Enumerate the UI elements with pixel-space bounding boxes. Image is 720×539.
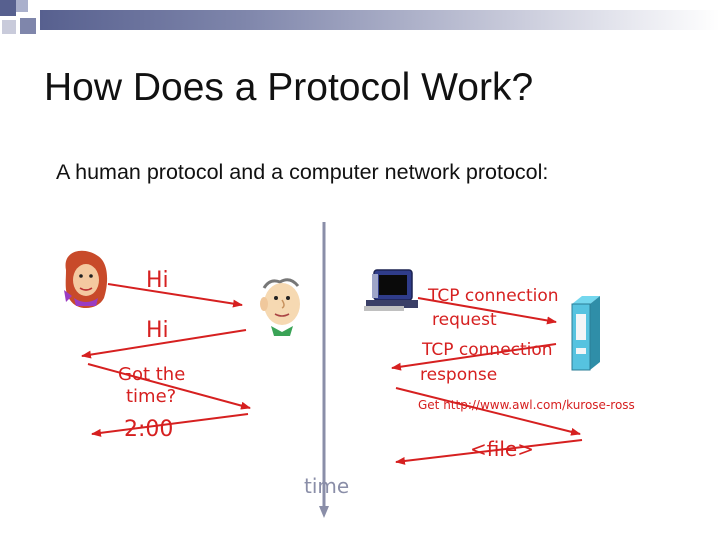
man-face-icon <box>260 278 300 336</box>
arrow-tcp-request <box>417 297 557 325</box>
decor-square-2 <box>16 0 28 12</box>
label-tcp-response-line1: TCP connection <box>421 340 553 360</box>
label-got-time-line1: Got the <box>118 364 185 385</box>
label-hi-2: Hi <box>146 318 169 343</box>
slide-subtitle: A human protocol and a computer network … <box>56 160 549 184</box>
timeline-label: time <box>304 474 349 498</box>
label-tcp-response-line2: response <box>420 365 497 385</box>
label-tcp-request-line1: TCP connection <box>427 286 559 306</box>
arrow-hi-2 <box>81 329 247 359</box>
arrow-time-reply <box>91 413 249 437</box>
arrow-got-time <box>87 363 251 410</box>
arrow-file-reply <box>395 439 583 465</box>
arrow-tcp-response <box>391 343 557 371</box>
label-get-request: Get http://www.awl.com/kurose-ross <box>418 398 635 412</box>
label-time-reply: 2:00 <box>124 417 173 442</box>
woman-face-icon <box>64 250 108 309</box>
header-gradient-bar <box>40 10 720 30</box>
server-icon <box>571 296 600 371</box>
label-tcp-request-line2: request <box>432 310 497 330</box>
decor-square-1 <box>0 0 16 16</box>
arrow-get-request <box>395 387 581 436</box>
computer-icon <box>364 269 418 311</box>
decor-square-4 <box>20 18 36 34</box>
decor-square-3 <box>2 20 16 34</box>
arrow-hi-1 <box>107 283 243 308</box>
label-hi-1: Hi <box>146 268 169 293</box>
label-got-time-line2: time? <box>126 386 176 407</box>
label-file-reply: <file> <box>470 437 534 461</box>
slide-title: How Does a Protocol Work? <box>44 66 534 109</box>
